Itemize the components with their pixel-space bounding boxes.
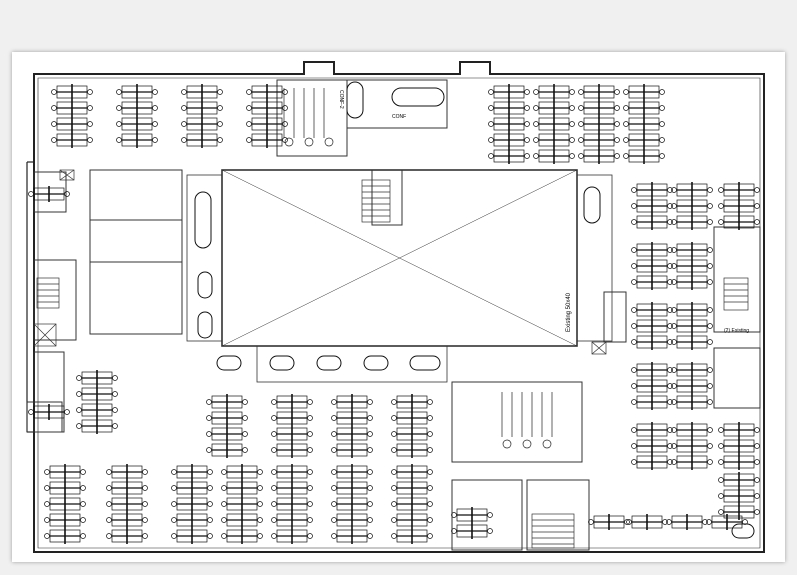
conference-room-a-label: CONF-2 <box>338 90 344 109</box>
workstation-pod <box>706 514 748 530</box>
workstation-pod <box>671 242 713 290</box>
workstation-pod <box>76 370 118 434</box>
workstation-clusters <box>28 84 760 544</box>
conference-room-b-label: CONF <box>392 114 406 120</box>
workstation-pod <box>623 84 665 164</box>
interior-rooms <box>26 79 761 551</box>
stairs <box>36 179 749 549</box>
workstation-pod <box>671 362 713 410</box>
floor-plan-sheet: Existing 50x40 <box>12 52 785 562</box>
workstation-pod <box>116 84 158 148</box>
workstation-pod <box>718 472 760 520</box>
workstation-pod <box>666 514 708 530</box>
workstation-pod <box>331 394 373 458</box>
workstation-pod <box>671 302 713 350</box>
workstation-pod <box>626 514 668 530</box>
workstation-pod <box>246 84 288 148</box>
workstation-pod <box>588 514 630 530</box>
workstation-pod <box>28 186 70 202</box>
workstation-pod <box>271 464 313 544</box>
workstation-pod <box>331 464 373 544</box>
central-atrium <box>186 169 613 383</box>
workstation-pod <box>488 84 530 164</box>
workstation-pod <box>631 362 673 410</box>
workstation-pod <box>671 182 713 230</box>
existing-note-label: (2) Existing <box>724 328 749 334</box>
shafts <box>33 169 607 355</box>
workstation-pod <box>206 394 248 458</box>
workstation-pod <box>718 422 760 470</box>
restroom-fixtures <box>283 88 553 449</box>
workstation-pod <box>28 404 70 420</box>
workstation-pod <box>451 507 493 539</box>
workstation-pod <box>44 464 86 544</box>
workstation-pod <box>718 182 760 230</box>
floor-plan-drawing: Existing 50x40 <box>26 61 765 553</box>
workstation-pod <box>671 422 713 470</box>
workstation-pod <box>631 302 673 350</box>
workstation-pod <box>533 84 575 164</box>
workstation-pod <box>631 422 673 470</box>
workstation-pod <box>51 84 93 148</box>
exterior-walls <box>26 61 765 553</box>
workstation-pod <box>221 464 263 544</box>
workstation-pod <box>171 464 213 544</box>
workstation-pod <box>631 242 673 290</box>
conference-tables <box>194 81 755 539</box>
workstation-pod <box>391 464 433 544</box>
existing-dimension-label: Existing 50x40 <box>566 292 572 332</box>
workstation-pod <box>578 84 620 164</box>
workstation-pod <box>391 394 433 458</box>
workstation-pod <box>271 394 313 458</box>
workstation-pod <box>181 84 223 148</box>
workstation-pod <box>631 182 673 230</box>
workstation-pod <box>106 464 148 544</box>
